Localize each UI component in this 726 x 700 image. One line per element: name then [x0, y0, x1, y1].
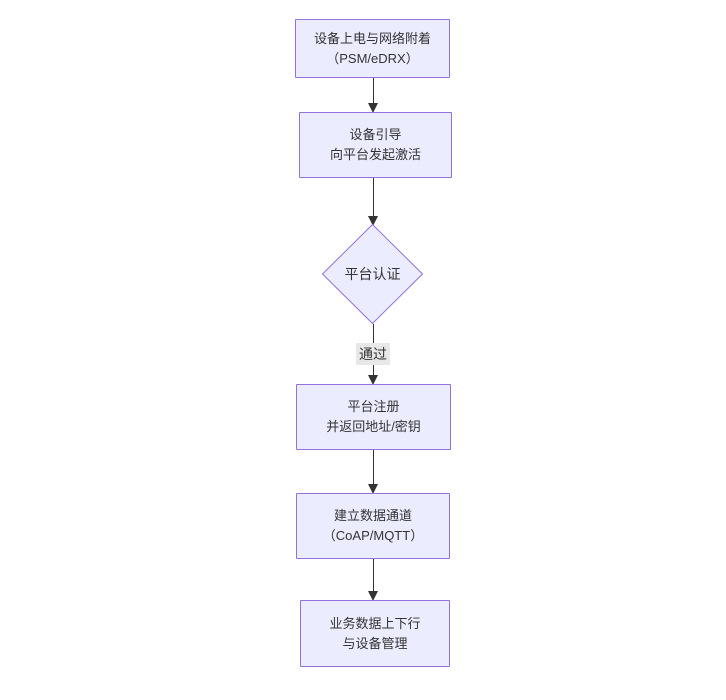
node-register: 平台注册 并返回地址/密钥 — [296, 384, 451, 450]
node-platform-auth-label: 平台认证 — [344, 266, 401, 282]
node-bootstrap-line2: 向平台发起激活 — [329, 147, 421, 162]
node-data-channel-line2: （CoAP/MQTT） — [322, 528, 424, 543]
node-bootstrap: 设备引导 向平台发起激活 — [299, 112, 452, 178]
node-register-line1: 平台注册 — [347, 399, 400, 414]
edge-bootstrap-to-auth — [368, 178, 378, 226]
edge-line — [372, 178, 374, 224]
edge-line — [372, 78, 374, 111]
arrowhead-down-icon — [368, 484, 378, 494]
node-business-line1: 业务数据上下行 — [329, 615, 421, 631]
edge-label-pass: 通过 — [356, 343, 390, 366]
node-platform-auth-diamond — [321, 223, 424, 325]
node-power-attach-line2: （PSM/eDRX） — [326, 50, 419, 66]
node-business-line2: 与设备管理 — [342, 635, 408, 651]
arrowhead-down-icon — [368, 103, 378, 113]
arrowhead-down-icon — [368, 375, 378, 385]
edge-line — [372, 559, 374, 599]
node-data-channel: 建立数据通道 （CoAP/MQTT） — [296, 493, 450, 559]
node-power-attach-line1: 设备上电与网络附着 — [313, 30, 431, 46]
edge-channel-to-business — [368, 559, 378, 601]
node-power-attach: 设备上电与网络附着 （PSM/eDRX） — [295, 19, 450, 78]
node-register-line2: 并返回地址/密钥 — [326, 419, 421, 434]
edge-power-to-bootstrap — [368, 78, 378, 113]
node-bootstrap-line1: 设备引导 — [349, 127, 402, 142]
node-business: 业务数据上下行 与设备管理 — [300, 600, 450, 667]
edge-register-to-channel — [368, 450, 378, 494]
arrowhead-down-icon — [368, 591, 378, 601]
node-data-channel-line1: 建立数据通道 — [333, 508, 412, 523]
arrowhead-down-icon — [368, 216, 378, 226]
edge-line — [372, 450, 374, 492]
